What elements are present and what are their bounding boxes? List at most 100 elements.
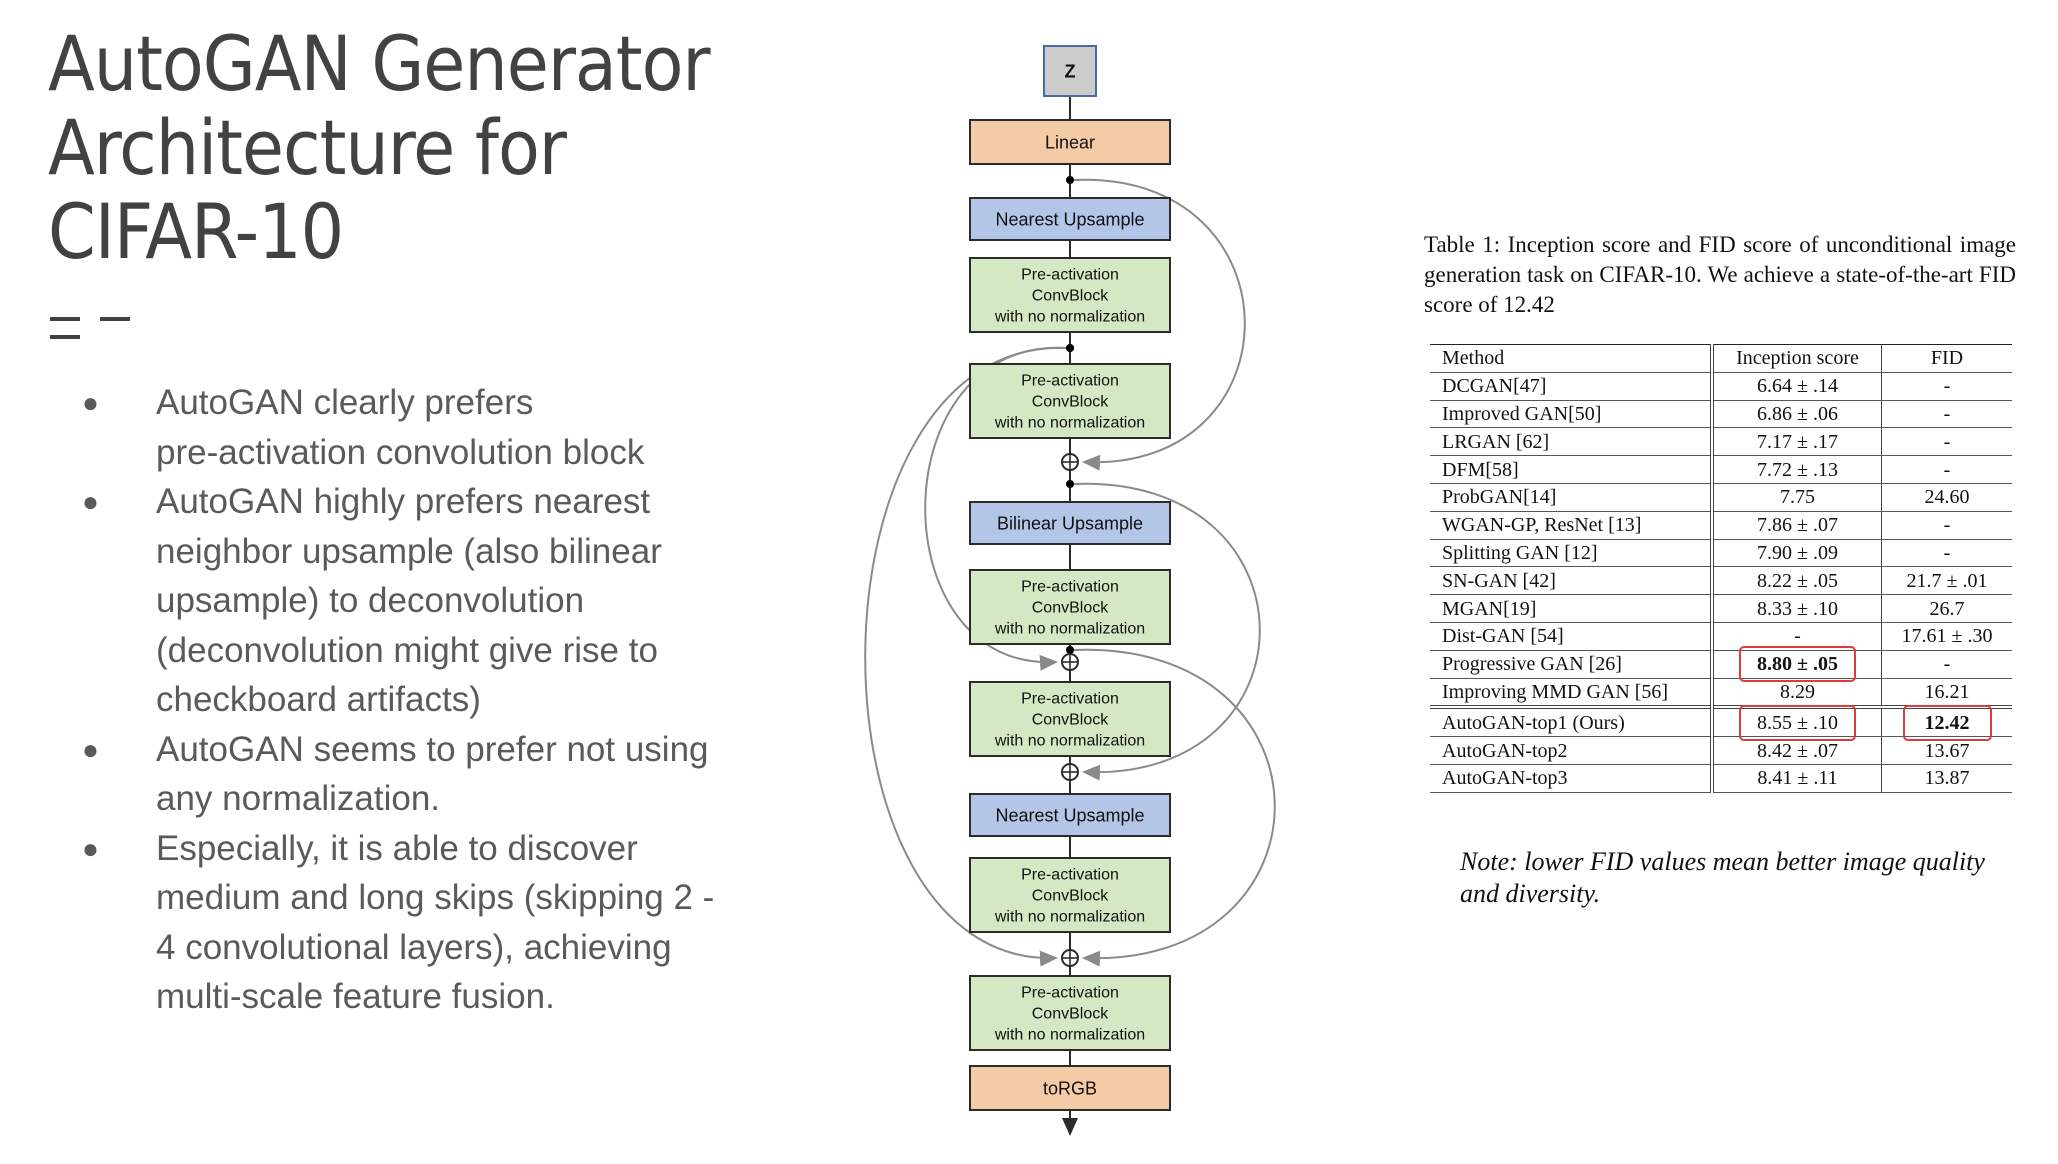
fid-cell: 26.7 [1881,594,2012,623]
bullet-line: medium and long skips (skipping 2 - [156,878,715,917]
inception-cell: 8.22 ± .05 [1712,566,1882,596]
conv-block [969,569,1171,645]
block-label: with no normalization [994,309,1145,326]
inception-cell: 6.64 ± .14 [1712,372,1882,401]
bullet-line: 4 convolutional layers), achieving [156,927,672,967]
bullet-line: multi-scale feature fusion. [156,977,555,1016]
inception-cell: 8.41 ± .11 [1712,764,1882,793]
fid-cell: 16.21 [1881,678,2012,708]
block-label: Pre-activation [1021,267,1119,284]
upsample-block [969,501,1171,545]
results-table: Method Inception score FID DCGAN[47]6.64… [1430,344,2012,793]
block-label: Pre-activation [1021,691,1119,708]
block-label: Linear [1045,132,1095,152]
table-row: DCGAN[47]6.64 ± .14- [1430,372,2012,401]
output-block [969,1065,1171,1111]
table-row: Splitting GAN [12]7.90 ± .09- [1430,539,2012,568]
inception-cell: 8.80 ± .05 [1712,646,1882,683]
bullet-line: AutoGAN highly prefers nearest [156,482,651,521]
bullet-item: ● Especially, it is able to discover med… [78,824,758,1022]
bullet-dot-icon: ● [82,832,99,864]
method-cell: DFM[58] [1430,455,1714,484]
block-label: Nearest Upsample [995,209,1144,229]
bullet-item: ● AutoGAN highly prefers nearest neighbo… [78,477,758,725]
inception-cell: 8.42 ± .07 [1712,736,1882,765]
method-cell: MGAN[19] [1430,594,1714,623]
bullet-line: AutoGAN seems to prefer not using [156,729,709,769]
fid-note: Note: lower FID values mean better image… [1460,847,1985,908]
block-label: ConvBlock [1032,1006,1109,1023]
upsample-block [969,197,1171,241]
conv-block [969,857,1171,933]
column-header-fid: FID [1881,344,2012,373]
block-label: ConvBlock [1032,394,1109,411]
block-label: Pre-activation [1021,373,1119,390]
skip-connection [864,346,1067,967]
table-row: LRGAN [62]7.17 ± .17- [1430,427,2012,457]
method-cell: SN-GAN [42] [1430,566,1714,596]
skip-connection [1073,482,1261,781]
bullet-dot-icon: ● [82,387,99,418]
fid-cell: - [1881,427,2012,457]
linear-block [969,119,1171,165]
method-cell: Improving MMD GAN [56] [1430,678,1714,708]
inception-cell: 8.33 ± .10 [1712,594,1882,623]
bullet-dot-icon: ● [82,486,99,517]
fid-cell: - [1881,539,2012,568]
block-label: with no normalization [994,733,1145,750]
highlighted-fid: 12.42 [1902,704,1992,741]
bullet-line: pre-activation convolution block [156,432,645,472]
conv-block [969,257,1171,333]
block-label: Z [1065,61,1076,81]
block-label: toRGB [1043,1078,1097,1098]
table-row: Progressive GAN [26]8.80 ± .05- [1430,646,2012,683]
method-cell: AutoGAN-top3 [1430,764,1714,793]
junction-dot [1066,480,1074,488]
inception-cell: 8.29 [1712,678,1882,708]
bullet-line: checkboard artifacts) [156,680,481,719]
method-cell: WGAN-GP, ResNet [13] [1430,511,1714,540]
skip-connection [1073,648,1276,967]
method-cell: Dist-GAN [54] [1430,622,1714,651]
table-header-row: Method Inception score FID [1430,344,2012,373]
block-label: with no normalization [994,415,1145,432]
bullet-line: upsample) to deconvolution [156,581,585,620]
table-row: Improved GAN[50]6.86 ± .06- [1430,400,2012,429]
bullet-line: AutoGAN clearly prefers [156,383,534,422]
method-cell: Splitting GAN [12] [1430,539,1714,568]
block-label: Pre-activation [1021,985,1119,1002]
table-row: WGAN-GP, ResNet [13]7.86 ± .07- [1430,511,2012,540]
inception-cell: 7.17 ± .17 [1712,427,1882,457]
conv-block [969,681,1171,757]
skip-connection [1073,178,1246,471]
title-underline [50,308,188,339]
bullet-line: Especially, it is able to discover [156,828,638,868]
method-cell: Improved GAN[50] [1430,400,1714,429]
fid-cell: 13.67 [1881,736,2012,765]
table-row: DFM[58]7.72 ± .13- [1430,455,2012,484]
method-cell: DCGAN[47] [1430,372,1714,401]
highlighted-score: 8.80 ± .05 [1739,646,1856,683]
junction-dot [1066,176,1074,184]
fid-cell: 12.42 [1881,704,2012,741]
conv-block [969,363,1171,439]
block-label: Nearest Upsample [995,805,1144,825]
method-cell: AutoGAN-top1 (Ours) [1430,705,1714,738]
bullet-list: ● AutoGAN clearly prefers pre-activation… [78,378,758,1022]
bullet-dot-icon: ● [82,733,99,765]
method-cell: Progressive GAN [26] [1430,650,1714,679]
fid-cell: - [1881,400,2012,429]
bullet-line: (deconvolution might give rise to [156,630,658,670]
table-caption: Table 1: Inception score and FID score o… [1424,232,2016,317]
fid-cell: 17.61 ± .30 [1881,622,2012,651]
bullet-item: ● AutoGAN seems to prefer not using any … [78,725,758,824]
block-label: Pre-activation [1021,867,1119,884]
block-label: ConvBlock [1032,288,1109,305]
inception-cell: 7.90 ± .09 [1712,539,1882,568]
inception-cell: 7.75 [1712,483,1882,512]
inception-cell: - [1712,622,1882,651]
